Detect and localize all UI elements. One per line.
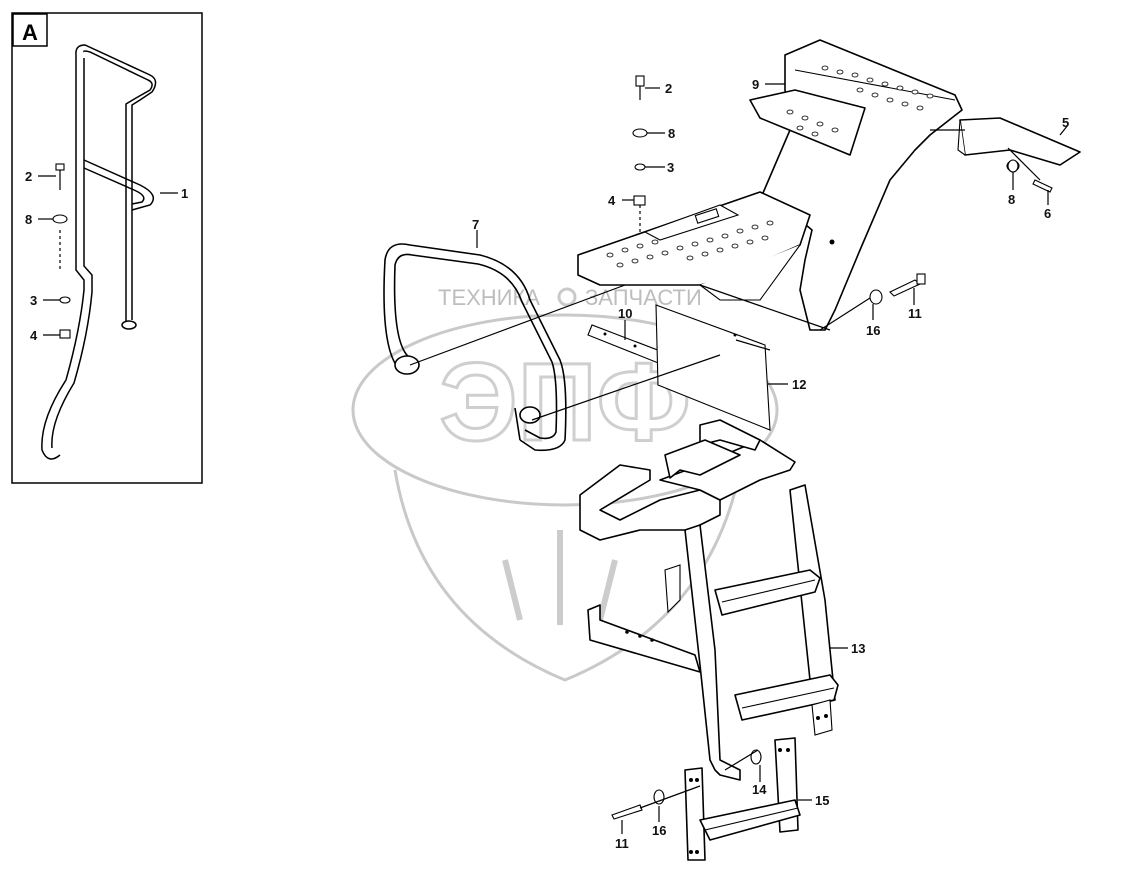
callout-6: 6	[1044, 206, 1051, 221]
callout-12: 12	[792, 377, 806, 392]
fender-holes	[786, 65, 934, 137]
callout-8: 8	[668, 126, 675, 141]
callout-1: 1	[181, 186, 188, 201]
callout-2-inset: 2	[25, 169, 32, 184]
platform-holes	[606, 220, 774, 268]
platform-tray	[577, 191, 811, 301]
callout-3: 3	[667, 160, 674, 175]
bolt-11b	[611, 804, 643, 820]
lockwasher-3	[634, 163, 646, 171]
washer-8	[632, 128, 648, 138]
fasteners	[611, 75, 1053, 820]
inset-letter: A	[22, 20, 38, 45]
inset-letter-box	[12, 13, 48, 47]
step-ladder-part-13	[579, 419, 839, 781]
callout-5: 5	[1062, 115, 1069, 130]
callout-9: 9	[752, 77, 759, 92]
handrail-part-7	[383, 243, 567, 452]
callout-4-inset: 4	[30, 328, 38, 343]
callout-8-inset: 8	[25, 212, 32, 227]
bolt-2	[635, 75, 645, 87]
callout-16: 16	[866, 323, 880, 338]
washer-8b	[1007, 159, 1019, 173]
inset-handrail	[41, 44, 157, 460]
callout-11: 11	[908, 306, 922, 321]
callout-16-bottom: 16	[652, 823, 666, 838]
fender-part-9	[749, 39, 963, 331]
callout-7: 7	[472, 217, 479, 232]
bolt-6	[1032, 179, 1053, 193]
lower-step-part-15	[684, 737, 801, 861]
callout-labels: 1 2 8 3 4 2 8 3 4 9 5 8 6 7 11 16 10 12 …	[25, 77, 1069, 851]
callout-13: 13	[851, 641, 865, 656]
washer-16	[869, 289, 883, 305]
callout-3-inset: 3	[30, 293, 37, 308]
leader-lines	[38, 83, 1069, 834]
inset-fasteners	[52, 163, 71, 339]
nut-4	[633, 195, 646, 206]
bolt-11	[889, 279, 922, 297]
inset-panel: A	[11, 12, 203, 484]
callout-11-bottom: 11	[615, 836, 629, 851]
callout-2: 2	[665, 81, 672, 96]
callout-8-right: 8	[1008, 192, 1015, 207]
callout-10: 10	[618, 306, 632, 321]
callout-4: 4	[608, 193, 616, 208]
plate-part-12	[655, 304, 771, 431]
callout-14: 14	[752, 782, 767, 797]
callout-15: 15	[815, 793, 829, 808]
watermark-text-right: ЗАПЧАСТИ	[585, 285, 702, 310]
